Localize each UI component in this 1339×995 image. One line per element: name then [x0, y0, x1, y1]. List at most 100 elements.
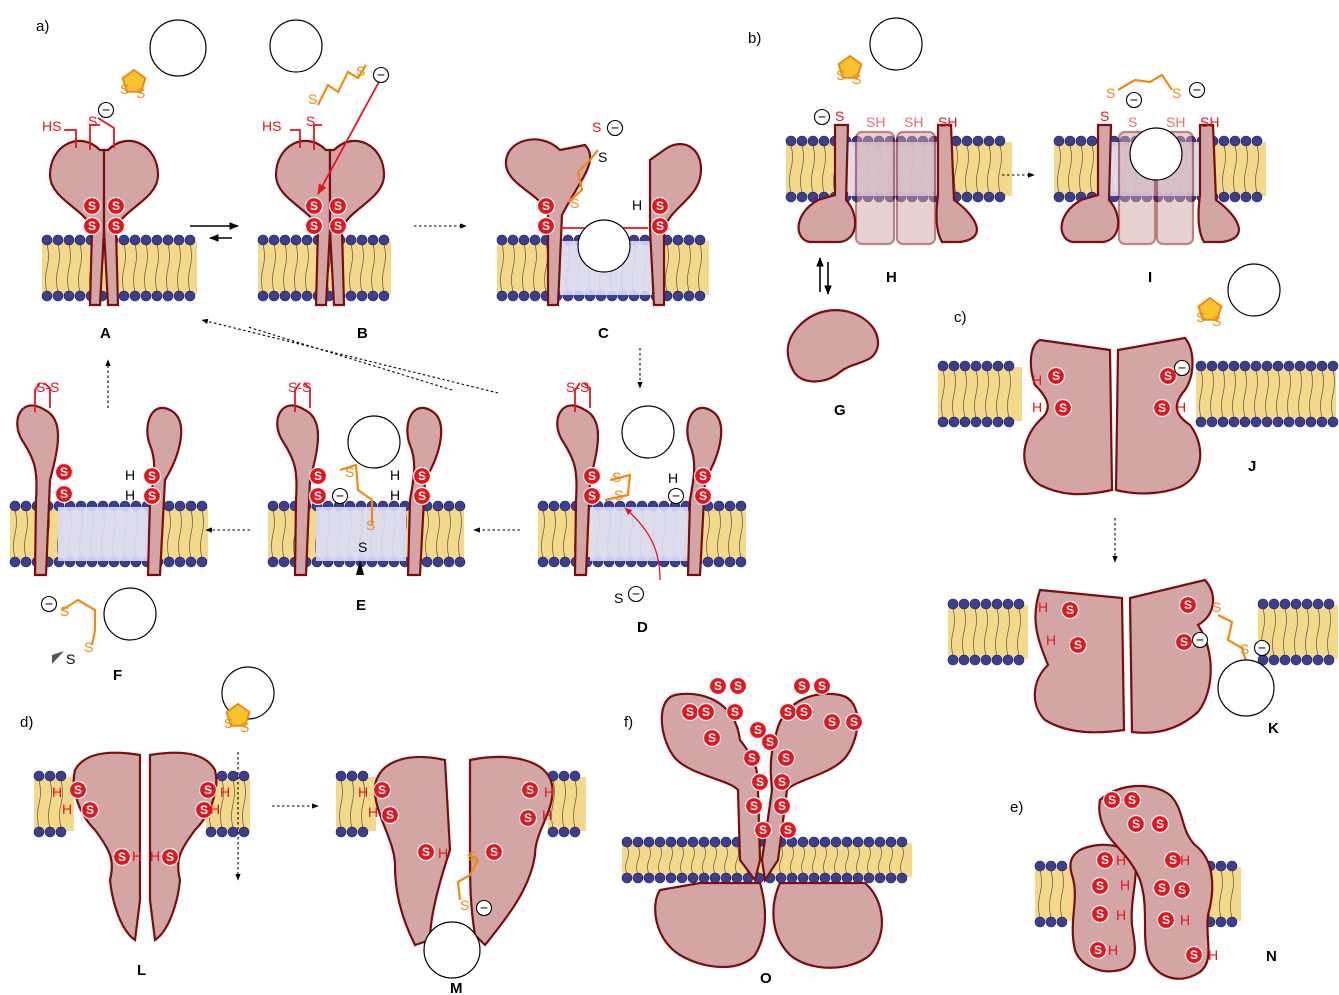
hydrogen-label: H — [1032, 372, 1042, 388]
thiol-label: SH — [866, 114, 885, 130]
badge-sulfur-text: S — [1132, 817, 1140, 831]
badge-sulfur-text: S — [800, 705, 808, 719]
sulfur-label: S — [1100, 108, 1109, 124]
disulfide-badge-icon: S — [1090, 942, 1107, 959]
protein-subunit — [470, 757, 553, 945]
hydrogen-label: H — [1120, 877, 1130, 893]
state-label-g: G — [834, 402, 846, 419]
state-label-k: K — [1268, 720, 1279, 737]
thiolate-anion-icon: − — [1193, 632, 1208, 648]
disulfide-badge-icon: S — [1152, 816, 1169, 833]
disulfide-badge-icon: S — [774, 798, 791, 815]
disulfide-badge-icon: S — [796, 704, 813, 721]
disulfide-badge-icon: S — [727, 704, 744, 721]
hydrogen-label: H — [132, 848, 142, 864]
sulfur-label: S — [592, 119, 601, 135]
disulfide-badge-icon: S — [1048, 368, 1065, 385]
badge-sulfur-text: S — [1180, 635, 1188, 649]
state-label-o: O — [760, 970, 772, 987]
protein-subunit — [74, 753, 140, 940]
disulfide-badge-icon: S — [108, 218, 125, 235]
thiolate-anion-icon: − — [99, 102, 114, 118]
badge-sulfur-text: S — [828, 715, 836, 729]
anion-glyph: − — [377, 67, 385, 83]
thiolate-anion-icon: − — [1175, 360, 1190, 376]
panel-d — [74, 752, 553, 945]
disulfide-badge-icon: S — [652, 198, 669, 215]
disulfide-badge-icon: S — [82, 802, 99, 819]
anion-glyph: − — [1178, 360, 1186, 376]
disulfide-badge-icon: S — [814, 678, 831, 695]
thiolate-anion-icon: − — [629, 586, 644, 602]
cargo-circle-icon — [104, 588, 156, 640]
disulfide-badge-icon: S — [755, 822, 772, 839]
hydrogen-label: H — [52, 784, 62, 800]
state-label-d: D — [637, 619, 648, 636]
disulfide-badge-icon: S — [1176, 634, 1193, 651]
hydrogen-label: H — [125, 467, 135, 483]
hydrogen-label: H — [1038, 599, 1048, 615]
badge-sulfur-text: S — [314, 489, 322, 503]
state-label-l: L — [137, 962, 146, 979]
dithiolane-ring-icon: SS — [120, 70, 145, 101]
badge-sulfur-text: S — [74, 783, 82, 797]
state-l — [74, 753, 217, 940]
panel-label-c: c) — [954, 309, 967, 326]
disulfide-badge-icon: S — [414, 468, 431, 485]
badge-sulfur-text: S — [699, 469, 707, 483]
hydrogen-label: H — [390, 487, 400, 503]
badge-sulfur-text: S — [734, 679, 742, 693]
badge-sulfur-text: S — [784, 823, 792, 837]
badge-sulfur-text: S — [422, 845, 430, 859]
carrier-sulfur-label: S — [366, 517, 375, 533]
protein-domain — [773, 883, 881, 968]
protein-subunit — [1035, 590, 1124, 732]
badge-sulfur-text: S — [778, 799, 786, 813]
ring-sulfur-label: S — [836, 67, 845, 83]
lipid-bilayer-icon — [548, 771, 586, 837]
badge-sulfur-text: S — [588, 469, 596, 483]
hydrogen-label: H — [1046, 632, 1056, 648]
thiolate-anion-icon: − — [1190, 82, 1205, 98]
badge-sulfur-text: S — [542, 199, 550, 213]
thiol-label: HS — [42, 118, 61, 134]
disulfide-badge-icon: S — [746, 798, 763, 815]
ring-sulfur-label: S — [120, 81, 129, 97]
hydrogen-label: H — [1208, 947, 1218, 963]
disulfide-badge-icon: S — [698, 704, 715, 721]
disulfide-badge-icon: S — [114, 849, 131, 866]
disulfide-badge-icon: S — [200, 782, 217, 799]
thiolate-anion-icon: − — [42, 596, 57, 612]
disulfide-badge-icon: S — [1104, 792, 1121, 809]
anion-glyph: − — [336, 488, 344, 504]
badge-sulfur-text: S — [60, 487, 68, 501]
badge-sulfur-text: S — [118, 850, 126, 864]
panel-label-f: f) — [624, 714, 633, 731]
ring-sulfur-label: S — [1212, 313, 1221, 329]
disulfide-badge-icon: S — [744, 750, 761, 767]
badge-sulfur-text: S — [766, 735, 774, 749]
badge-sulfur-text: S — [750, 799, 758, 813]
anion-glyph: − — [672, 488, 680, 504]
disulfide-badge-icon: S — [846, 714, 863, 731]
ring-sulfur-label: S — [852, 71, 861, 87]
disulfide-badge-icon: S — [1097, 852, 1114, 869]
disulfide-badge-icon: S — [1128, 816, 1145, 833]
badge-sulfur-text: S — [1156, 817, 1164, 831]
badge-sulfur-text: S — [1052, 369, 1060, 383]
disulfide-badge-icon: S — [584, 488, 601, 505]
disulfide-badge-icon: S — [1154, 880, 1171, 897]
badge-sulfur-text: S — [1094, 943, 1102, 957]
badge-sulfur-text: S — [656, 219, 664, 233]
panel-label-a: a) — [36, 18, 49, 35]
state-label-m: M — [450, 980, 463, 995]
lipid-bilayer-icon — [1196, 361, 1338, 427]
ring-sulfur-label: S — [136, 85, 145, 101]
disulfide-badge-icon: S — [522, 782, 539, 799]
state-label-h: H — [886, 269, 897, 286]
cargo-circle-icon — [270, 20, 322, 72]
disulfide-badge-icon: S — [1092, 878, 1109, 895]
disulfide-badge-icon: S — [774, 774, 791, 791]
